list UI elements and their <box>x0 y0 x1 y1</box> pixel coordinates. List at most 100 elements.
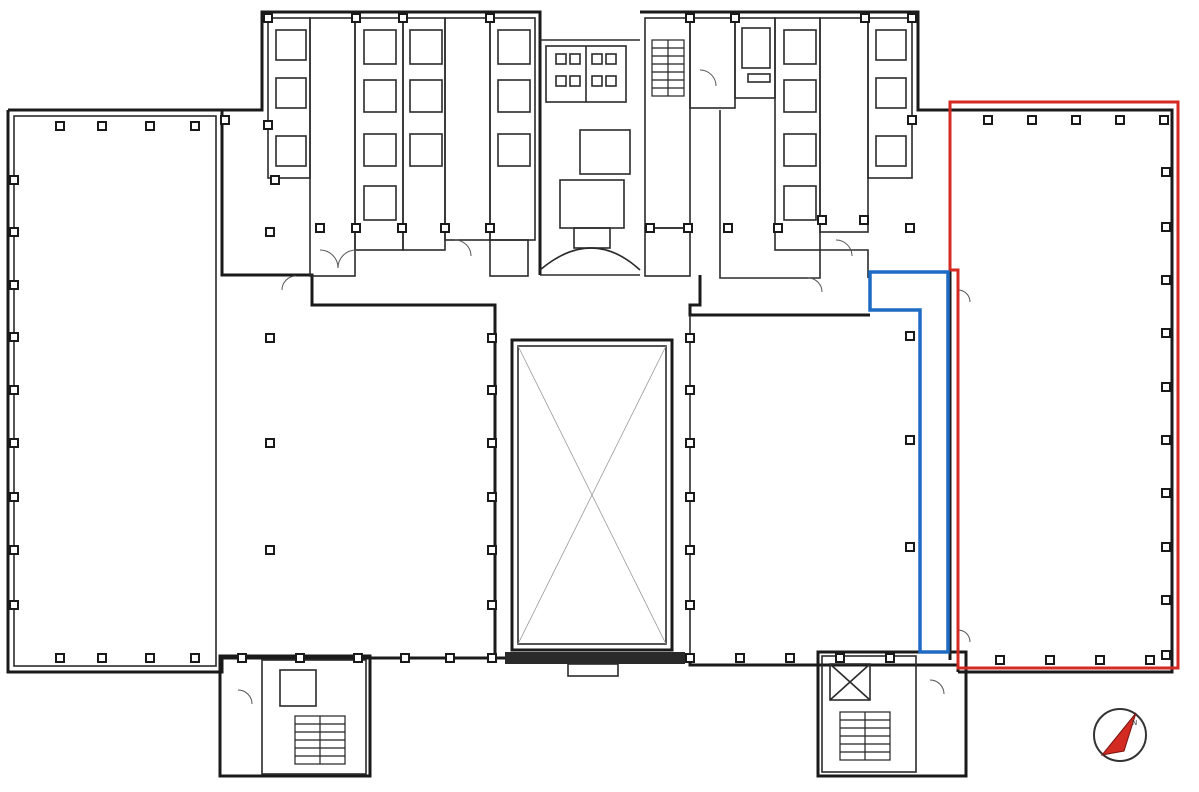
structural-column <box>1161 167 1171 177</box>
structural-column <box>9 385 19 395</box>
structural-column <box>9 332 19 342</box>
structural-column <box>1161 542 1171 552</box>
structural-column <box>9 280 19 290</box>
structural-column <box>190 653 200 663</box>
structural-column <box>440 223 450 233</box>
structural-column <box>685 600 695 610</box>
structural-column <box>400 653 410 663</box>
structural-column <box>9 175 19 185</box>
structural-column <box>1161 488 1171 498</box>
structural-column <box>265 227 275 237</box>
structural-column <box>1071 115 1081 125</box>
structural-column <box>263 120 273 130</box>
structural-column <box>9 545 19 555</box>
stair-tower-left <box>218 654 372 778</box>
structural-column <box>1161 275 1171 285</box>
structural-column <box>220 115 230 125</box>
structural-column <box>1161 650 1171 660</box>
structural-column <box>859 215 869 225</box>
structural-column <box>270 175 280 185</box>
structural-column <box>685 333 695 343</box>
exterior-walls <box>6 10 1174 674</box>
structural-column <box>487 492 497 502</box>
structural-column <box>683 223 693 233</box>
structural-column <box>487 653 497 663</box>
structural-column <box>907 13 917 23</box>
north-arrow-icon: N <box>1093 708 1147 762</box>
structural-column <box>1159 115 1169 125</box>
structural-column <box>730 13 740 23</box>
structural-column <box>55 121 65 131</box>
structural-column <box>190 121 200 131</box>
structural-column <box>817 215 827 225</box>
structural-column <box>685 13 695 23</box>
structural-column <box>55 653 65 663</box>
structural-column <box>1115 115 1125 125</box>
structural-column <box>835 653 845 663</box>
structural-column <box>145 121 155 131</box>
structural-column <box>1095 655 1105 665</box>
structural-column <box>885 653 895 663</box>
door-swings <box>237 69 971 705</box>
structural-column <box>9 438 19 448</box>
structural-column <box>485 223 495 233</box>
structural-column <box>995 655 1005 665</box>
structural-column <box>860 13 870 23</box>
structural-column <box>265 438 275 448</box>
structural-column <box>645 223 655 233</box>
structural-column <box>685 385 695 395</box>
structural-column <box>723 223 733 233</box>
structural-column <box>685 653 695 663</box>
structural-column <box>905 331 915 341</box>
structural-column <box>97 653 107 663</box>
structural-column <box>905 223 915 233</box>
structural-column <box>1161 328 1171 338</box>
structural-column <box>773 223 783 233</box>
structural-column <box>907 115 917 125</box>
atrium-void <box>505 338 685 677</box>
structural-column <box>487 438 497 448</box>
structural-column <box>295 653 305 663</box>
structural-column <box>9 492 19 502</box>
structural-column <box>487 600 497 610</box>
structural-column <box>237 653 247 663</box>
structural-column <box>351 223 361 233</box>
structural-column <box>1027 115 1037 125</box>
structural-column <box>9 227 19 237</box>
structural-column <box>485 13 495 23</box>
structural-column <box>353 653 363 663</box>
upper-right-rooms <box>644 17 913 279</box>
structural-column <box>398 13 408 23</box>
structural-column <box>487 545 497 555</box>
red-highlight-zone[interactable] <box>948 100 1180 670</box>
structural-column <box>265 333 275 343</box>
structural-column <box>983 115 993 125</box>
structural-column <box>487 385 497 395</box>
structural-column <box>487 333 497 343</box>
structural-column <box>905 435 915 445</box>
structural-column <box>9 600 19 610</box>
structural-column <box>685 438 695 448</box>
structural-column <box>685 545 695 555</box>
structural-column <box>397 223 407 233</box>
structural-column <box>1145 655 1155 665</box>
structural-column <box>265 545 275 555</box>
stair-tower-right <box>816 650 968 778</box>
structural-column <box>685 492 695 502</box>
structural-column <box>1161 595 1171 605</box>
structural-column <box>1161 382 1171 392</box>
structural-column <box>1045 655 1055 665</box>
structural-column <box>785 653 795 663</box>
structural-column <box>315 223 325 233</box>
upper-left-rooms <box>267 17 536 277</box>
structural-column <box>351 13 361 23</box>
structural-column <box>1161 435 1171 445</box>
service-core <box>539 45 641 271</box>
structural-column <box>145 653 155 663</box>
structural-columns <box>9 13 1171 665</box>
compass-north-label: N <box>1132 719 1137 727</box>
blue-highlight-zone[interactable] <box>868 270 950 654</box>
structural-column <box>97 121 107 131</box>
structural-column <box>263 13 273 23</box>
